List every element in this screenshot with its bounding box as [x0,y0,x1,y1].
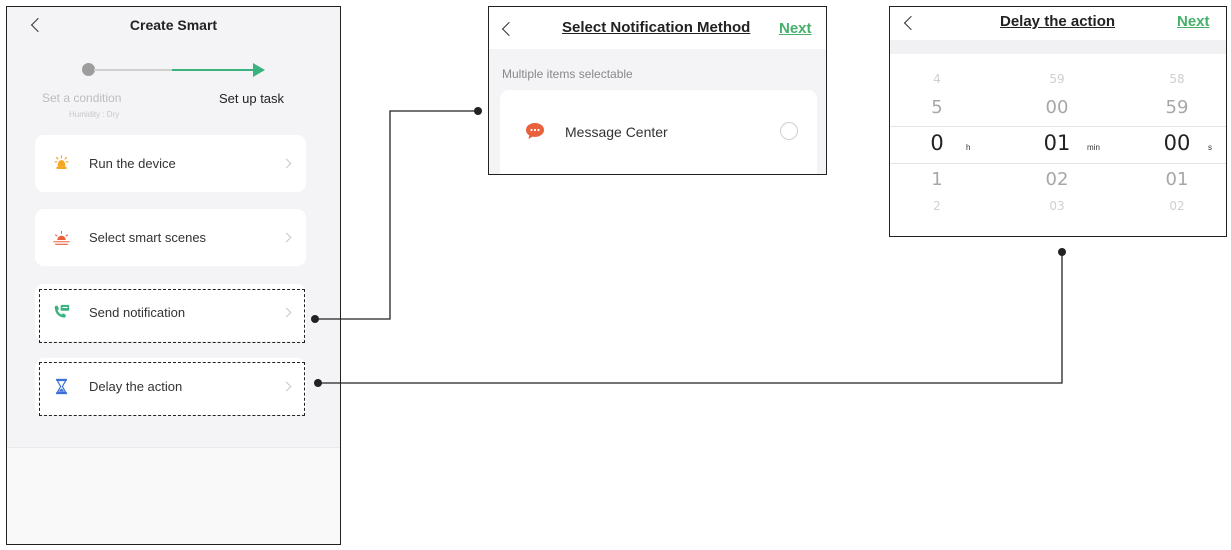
phone-message-icon [54,304,70,318]
second-option[interactable]: 01 [1165,169,1189,190]
connector-dot [314,379,322,387]
minute-option[interactable]: 03 [1049,199,1065,213]
connector-dot [1058,248,1066,256]
step-line-inactive [94,69,172,71]
page-title: Select Notification Method [562,19,751,36]
step-arrow-icon [253,63,265,77]
minutes-unit-label: min [1087,143,1100,152]
hours-unit-label: h [966,143,971,152]
hour-option[interactable]: 2 [933,199,941,213]
highlight-send-notification [39,289,305,343]
page-title: Delay the action [1000,13,1116,30]
step-condition-sublabel: Humidity : Dry [69,110,120,119]
select-notification-screen: Select Notification Method Next Multiple… [488,6,827,175]
hour-option[interactable]: 4 [933,72,941,86]
selection-line-bottom [890,163,1226,164]
step-line-active [172,69,257,71]
hour-option-selected[interactable]: 0 [930,131,944,155]
second-option[interactable]: 58 [1169,72,1185,86]
step-progress [80,62,270,78]
page-title: Create Smart [129,17,218,33]
option-message-center[interactable]: Message Center [500,90,817,174]
minute-option[interactable]: 00 [1045,97,1069,118]
header: Create Smart [7,7,340,47]
hour-option[interactable]: 1 [931,169,943,190]
action-run-device[interactable]: Run the device [35,135,306,192]
connector-dot [474,107,482,115]
sunrise-scene-icon [53,230,70,245]
action-label: Send notification [89,305,186,320]
hourglass-icon [55,378,68,395]
minute-option[interactable]: 02 [1045,169,1069,190]
step-condition-label: Set a condition [42,91,122,105]
connector-dot [311,315,319,323]
hour-option[interactable]: 5 [931,97,943,118]
delay-action-screen: Delay the action Next 4 5 0 1 2 h 59 00 … [889,6,1227,237]
seconds-unit-label: s [1208,143,1212,152]
second-option-selected[interactable]: 00 [1163,131,1191,155]
header-band [890,40,1226,54]
option-radio[interactable] [780,122,798,140]
header: Delay the action Next [890,7,1226,40]
next-button[interactable]: Next [1177,13,1210,30]
selection-hint: Multiple items selectable [502,67,633,81]
device-bulb-icon [54,155,69,170]
next-button[interactable]: Next [779,20,812,37]
step-task-label: Set up task [219,91,285,106]
action-label: Select smart scenes [89,230,207,245]
header: Select Notification Method Next [489,7,826,49]
action-delay[interactable]: Delay the action [35,358,306,415]
minute-option[interactable]: 59 [1049,72,1065,86]
bottom-area [7,447,340,544]
action-label: Delay the action [89,379,183,394]
connector-notification [315,110,478,320]
highlight-delay-action [39,362,305,416]
option-label: Message Center [565,124,668,140]
step-dot [82,63,95,76]
action-label: Run the device [89,156,176,171]
second-option[interactable]: 59 [1165,97,1189,118]
selection-line-top [890,126,1226,127]
action-select-scenes[interactable]: Select smart scenes [35,209,306,266]
second-option[interactable]: 02 [1169,199,1185,213]
message-bubble-icon [526,123,544,139]
action-send-notification[interactable]: Send notification [35,284,306,341]
minute-option-selected[interactable]: 01 [1043,131,1071,155]
create-smart-screen: Create Smart Set a condition Humidity : … [6,6,341,545]
connector-delay [318,252,1063,384]
